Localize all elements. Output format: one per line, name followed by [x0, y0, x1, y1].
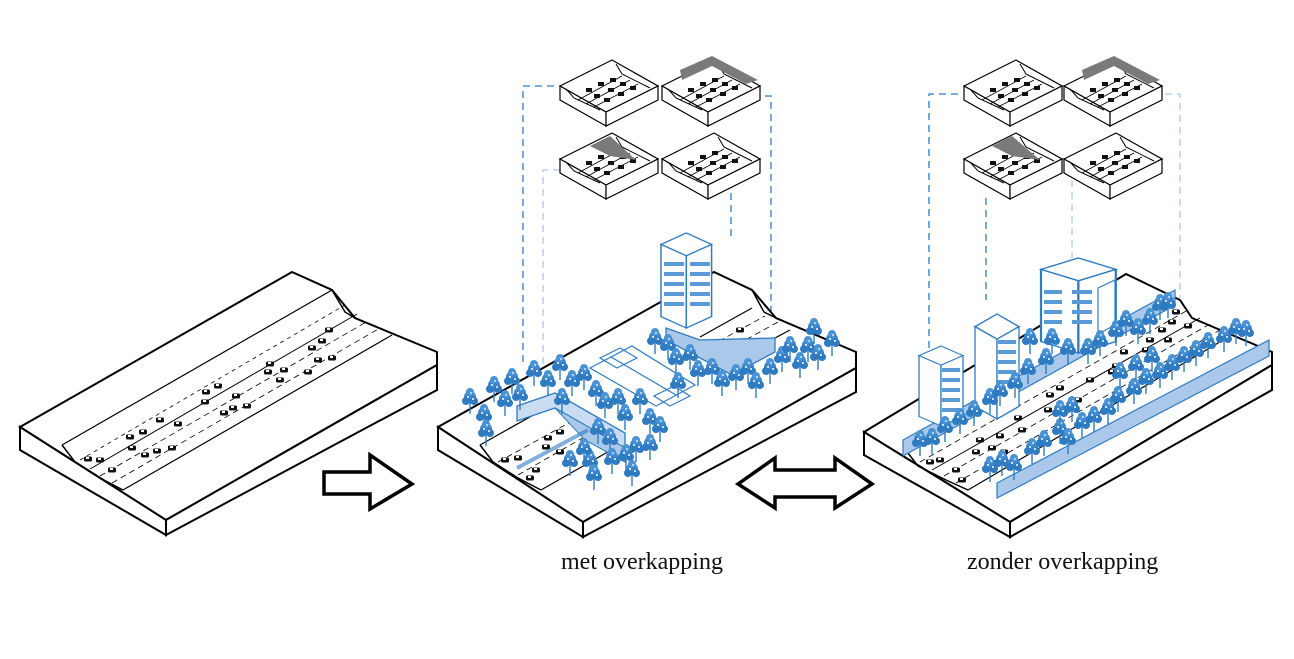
variant-thumbnail: [661, 59, 761, 127]
cover-shade: [992, 136, 1040, 160]
noise-screen-front: [996, 339, 1270, 499]
connector-lines: [522, 85, 772, 392]
cut-slope-right: [751, 289, 777, 319]
panel-zonder-overkapping: [862, 56, 1273, 539]
cut-slope-left: [479, 444, 542, 491]
terrain-front-right: [165, 363, 438, 537]
caption-zonder-overkapping: zonder overkapping: [967, 549, 1159, 575]
office-building: [660, 232, 713, 329]
connector-lines: [928, 93, 1181, 425]
variant-thumbnail: [1063, 132, 1163, 200]
road-edge: [122, 334, 393, 491]
arrow-double-icon: [734, 454, 876, 512]
lane-marking: [99, 320, 369, 477]
noise-wall-shade: [1082, 56, 1160, 84]
caption-met-overkapping: met overkapping: [561, 549, 723, 575]
variant-thumbnail: [559, 59, 659, 127]
terrain-front-right: [582, 366, 857, 539]
road-edge: [61, 289, 333, 446]
cut-slope-right: [331, 289, 356, 319]
variant-thumbnail: [661, 132, 761, 200]
cut-slope-left: [61, 444, 124, 491]
variant-thumbnail: [963, 59, 1063, 127]
panel-met-overkapping: [436, 56, 857, 539]
variant-thumbnail: [1063, 59, 1163, 127]
terrain-front-right: [1009, 363, 1273, 539]
park-plot-outline: [588, 345, 697, 407]
cover-shade: [590, 136, 636, 160]
panel-existing-motorway: [18, 270, 438, 537]
arrow-right-icon: [322, 451, 416, 513]
building-windows: [942, 290, 1092, 412]
road-median: [89, 313, 358, 470]
building-windows: [664, 262, 710, 306]
noise-wall-shade: [680, 56, 758, 84]
lane-marking: [79, 304, 346, 461]
